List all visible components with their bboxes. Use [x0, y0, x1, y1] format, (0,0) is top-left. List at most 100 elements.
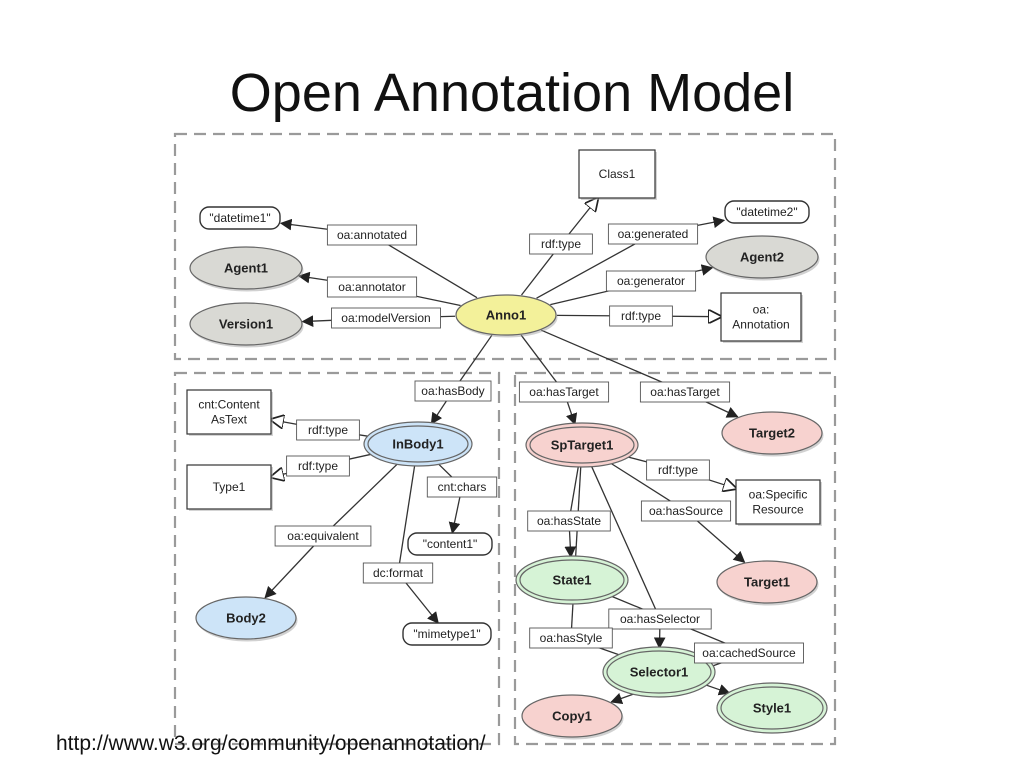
node-shape-inner: [606, 650, 712, 694]
edge-label-box: [286, 455, 350, 477]
dashed-regions: [173, 132, 837, 746]
class-shape: [578, 149, 656, 199]
literal-label: "mimetype1": [413, 627, 480, 641]
node-state1: State1: [515, 555, 629, 605]
literal-shape: [407, 532, 493, 556]
edge-label-text: rdf:type: [308, 423, 348, 437]
edge-label-text: rdf:type: [658, 463, 698, 477]
edge-label: rdf:type: [529, 233, 593, 255]
edge-label: oa:hasBody: [414, 380, 492, 402]
literal-label: "datetime2": [736, 205, 797, 219]
dashed-region-1: [173, 132, 837, 361]
node-label: Selector1: [630, 665, 689, 680]
class-label: oa:Specific: [749, 488, 808, 502]
class-shape: [720, 292, 802, 342]
edge-label: rdf:type: [609, 305, 673, 327]
literal-shape: [199, 206, 281, 230]
node-content1: "content1": [407, 532, 493, 556]
node-shape: [705, 235, 819, 279]
class-label: Type1: [213, 480, 246, 494]
node-anno1: Anno1: [455, 294, 558, 338]
edge-label-text: oa:hasStyle: [540, 631, 603, 645]
literal-shape: [402, 622, 492, 646]
edge-label-text: oa:generator: [617, 274, 685, 288]
class-label: Annotation: [732, 318, 789, 332]
edge-label-text: oa:hasState: [537, 514, 601, 528]
literal-shape: [724, 200, 810, 224]
node-label: Anno1: [486, 308, 526, 323]
edge-label-text: oa:annotator: [338, 280, 405, 294]
class-label: oa:: [753, 303, 770, 317]
node-shape-inner: [720, 686, 824, 730]
node-agent2: Agent2: [705, 235, 820, 281]
edge-inbody1-mimetype1-a: [397, 464, 416, 574]
class-shape: [186, 464, 272, 510]
edge-sptarget1-selector1-a: [590, 465, 661, 620]
edge-label-box: [640, 500, 732, 522]
node-copy1: Copy1: [521, 694, 624, 740]
edge-label-box: [529, 233, 593, 255]
edge-label-box: [326, 276, 418, 298]
node-label: Version1: [219, 317, 273, 332]
edge-label-text: rdf:type: [621, 309, 661, 323]
node-shape: [521, 694, 623, 738]
class-shape: [186, 389, 272, 435]
node-type1: Type1: [186, 464, 273, 511]
edge-label: oa:hasTarget: [518, 381, 610, 403]
edge-label: oa:generated: [607, 223, 699, 245]
node-class1: Class1: [578, 149, 657, 200]
edge-label-box: [274, 525, 372, 547]
node-shape-outer: [602, 646, 716, 698]
edge-label: oa:annotator: [326, 276, 418, 298]
node-target2: Target2: [721, 411, 824, 457]
class-label: AsText: [211, 413, 248, 427]
edge-label: oa:equivalent: [274, 525, 372, 547]
edge-label-box: [609, 305, 673, 327]
class-label: Class1: [599, 167, 636, 181]
edge-label: oa:hasStyle: [529, 627, 613, 649]
node-shape: [721, 411, 823, 455]
node-agent1: Agent1: [189, 246, 304, 292]
node-label: InBody1: [392, 437, 443, 452]
edge-label: oa:hasSelector: [608, 608, 712, 630]
node-label: Agent1: [224, 261, 268, 276]
edge-label-box: [646, 459, 710, 481]
edge-label-box: [529, 627, 613, 649]
node-label: Agent2: [740, 250, 784, 265]
edge-label-text: oa:equivalent: [287, 529, 359, 543]
edge-label: oa:hasState: [527, 510, 611, 532]
node-label: State1: [552, 573, 591, 588]
edge-label-box: [362, 562, 434, 584]
edge-label-text: oa:hasSource: [649, 504, 723, 518]
edge-label-box: [326, 224, 418, 246]
edge-label-text: oa:annotated: [337, 228, 407, 242]
node-label: Style1: [753, 701, 791, 716]
node-shape-inner: [519, 559, 625, 601]
node-shape-outer: [515, 555, 629, 605]
node-shape: [716, 560, 818, 604]
node-shape-inner: [367, 425, 469, 463]
edge-label: rdf:type: [296, 419, 360, 441]
edge-label-text: cnt:chars: [438, 480, 487, 494]
source-url[interactable]: http://www.w3.org/community/openannotati…: [56, 732, 486, 755]
node-shape-inner: [529, 426, 635, 464]
edge-label-text: dc:format: [373, 566, 424, 580]
edge-label: oa:hasSource: [640, 500, 732, 522]
edge-label-box: [414, 380, 492, 402]
edge-label-box: [608, 608, 712, 630]
edge-anno1-datetime2-a: [536, 233, 654, 299]
node-style1: Style1: [716, 682, 828, 734]
edge-label-box: [605, 270, 697, 292]
node-mimetype1: "mimetype1": [402, 622, 492, 646]
edge-label: oa:annotated: [326, 224, 418, 246]
edge-label: dc:format: [362, 562, 434, 584]
dashed-region-3: [513, 371, 837, 746]
node-target1: Target1: [716, 560, 819, 606]
node-label: Body2: [226, 611, 266, 626]
literal-label: "datetime1": [209, 211, 270, 225]
node-label: Copy1: [552, 709, 592, 724]
edge-label: oa:hasTarget: [639, 381, 731, 403]
